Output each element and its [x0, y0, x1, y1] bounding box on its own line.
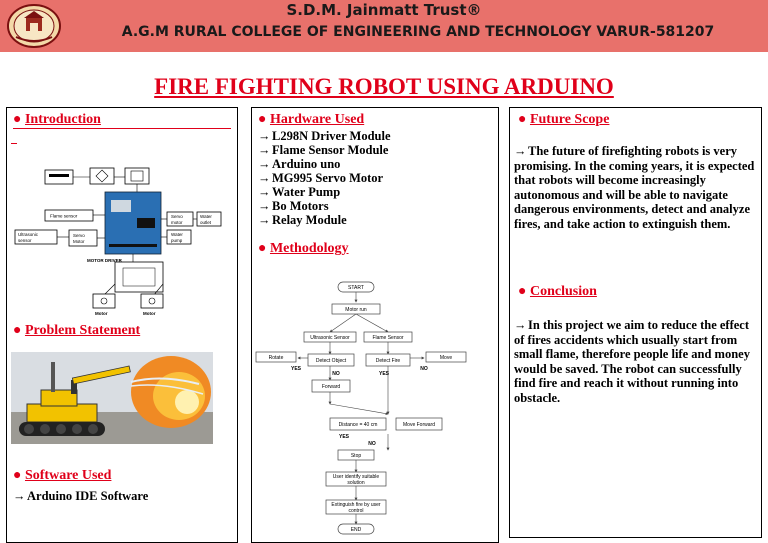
bd-water-pump-2: pump: [171, 238, 183, 243]
hardware-used-heading: ● Hardware Used: [258, 112, 365, 127]
flow-yes-2: YES: [379, 371, 390, 377]
arrow-icon: →: [514, 318, 527, 332]
software-used-heading: ● Software Used: [13, 468, 112, 483]
bullet-icon: ●: [13, 112, 22, 127]
middle-panel: ● Hardware Used →L298N Driver Module →Fl…: [251, 107, 499, 543]
bullet-icon: ●: [518, 112, 527, 127]
future-scope-heading: ● Future Scope: [518, 112, 610, 127]
college-logo-icon: [7, 4, 61, 48]
college-name: A.G.M RURAL COLLEGE OF ENGINEERING AND T…: [121, 24, 715, 40]
flow-start: START: [348, 285, 364, 291]
bd-servo-top-2: motor: [171, 220, 183, 225]
methodology-heading: ● Methodology: [258, 241, 349, 256]
left-panel: ● Introduction Flame sensor Servo motor: [6, 107, 238, 543]
bd-water-pump: Water: [171, 232, 183, 237]
list-item: →Arduino IDE Software: [13, 489, 149, 503]
bd-water-outlet-2: outlet: [200, 220, 212, 225]
bullet-icon: ●: [13, 323, 22, 338]
flow-detect-fire: Detect Fire: [376, 358, 401, 364]
stray-mark: [11, 143, 17, 144]
flow-no-2: NO: [420, 366, 428, 372]
bullet-icon: ●: [258, 112, 267, 127]
bd-water-outlet: Water: [200, 214, 212, 219]
flow-move-forward: Move Forward: [403, 422, 435, 428]
hardware-list: →L298N Driver Module →Flame Sensor Modul…: [258, 129, 391, 227]
flow-yes-1: YES: [291, 366, 302, 372]
flow-extinguish-1: Extinguish fire by user: [331, 502, 381, 508]
introduction-heading: ● Introduction: [13, 112, 101, 127]
flow-stop: Stop: [351, 453, 362, 459]
flow-forward: Forward: [322, 384, 341, 390]
robot-photo: [11, 352, 213, 444]
future-scope-text: →The future of firefighting robots is ve…: [514, 144, 755, 231]
flow-rotate: Rotate: [269, 355, 284, 361]
heading-underline: [13, 128, 231, 129]
bd-motor-right: Motor: [143, 311, 156, 316]
arrow-icon: →: [514, 144, 527, 158]
flow-no-3: NO: [368, 441, 376, 447]
bd-servo-left-2: Motor: [73, 239, 85, 244]
flow-no-1: NO: [332, 371, 340, 377]
bd-servo-left: Servo: [73, 233, 85, 238]
arrow-icon: →: [258, 199, 271, 213]
bd-servo-top: Servo: [171, 214, 183, 219]
bd-ultrasonic-2: sensor: [18, 238, 32, 243]
list-item: →Bo Motors: [258, 199, 329, 213]
flow-motor-run: Motor run: [345, 307, 367, 313]
bd-motor-left: Motor: [95, 311, 108, 316]
header-banner: S.D.M. Jainmatt Trust® A.G.M RURAL COLLE…: [0, 0, 768, 52]
flow-end: END: [351, 527, 362, 533]
list-item: →L298N Driver Module: [258, 129, 391, 143]
flow-identify-2: solution: [347, 480, 364, 486]
problem-statement-heading: ● Problem Statement: [13, 323, 141, 338]
bullet-icon: ●: [258, 241, 267, 256]
block-diagram: Flame sensor Servo motor Water outlet Wa…: [14, 167, 222, 316]
arrow-icon: →: [258, 213, 271, 227]
conclusion-heading: ● Conclusion: [518, 284, 597, 299]
flow-distance: Distance = 40 cm: [339, 422, 378, 428]
arrow-icon: →: [258, 129, 271, 143]
arrow-icon: →: [258, 157, 271, 171]
flow-yes-3: YES: [339, 434, 350, 440]
arrow-icon: →: [258, 143, 271, 157]
software-list: →Arduino IDE Software: [13, 489, 148, 503]
trust-name: S.D.M. Jainmatt Trust®: [286, 1, 482, 19]
flow-identify-1: User identify suitable: [333, 474, 380, 480]
list-item: →Water Pump: [258, 185, 341, 199]
bullet-icon: ●: [13, 468, 22, 483]
list-item: →Relay Module: [258, 213, 347, 227]
bd-flame-sensor: Flame sensor: [50, 214, 78, 219]
right-panel: ● Future Scope →The future of firefighti…: [509, 107, 762, 538]
flow-detect-object: Detect Object: [316, 358, 347, 364]
poster-title: FIRE FIGHTING ROBOT USING ARDUINO: [154, 74, 614, 99]
arrow-icon: →: [13, 489, 26, 503]
flow-ultrasonic: Ultrasonic Sensor: [310, 335, 350, 341]
flow-move: Move: [440, 355, 452, 361]
bd-motor-driver: MOTOR DRIVER: [87, 258, 123, 263]
flow-flame: Flame Sensor: [372, 335, 403, 341]
list-item: →Flame Sensor Module: [258, 143, 389, 157]
list-item: →MG995 Servo Motor: [258, 171, 384, 185]
list-item: →Arduino uno: [258, 157, 341, 171]
methodology-flowchart: START Motor run Ultrasonic Sensor Flame …: [255, 281, 467, 535]
flow-extinguish-2: control: [348, 508, 363, 514]
bd-ultrasonic: Ultrasonic: [18, 232, 39, 237]
arrow-icon: →: [258, 171, 271, 185]
bullet-icon: ●: [518, 284, 527, 299]
arrow-icon: →: [258, 185, 271, 199]
conclusion-text: →In this project we aim to reduce the ef…: [514, 318, 750, 405]
